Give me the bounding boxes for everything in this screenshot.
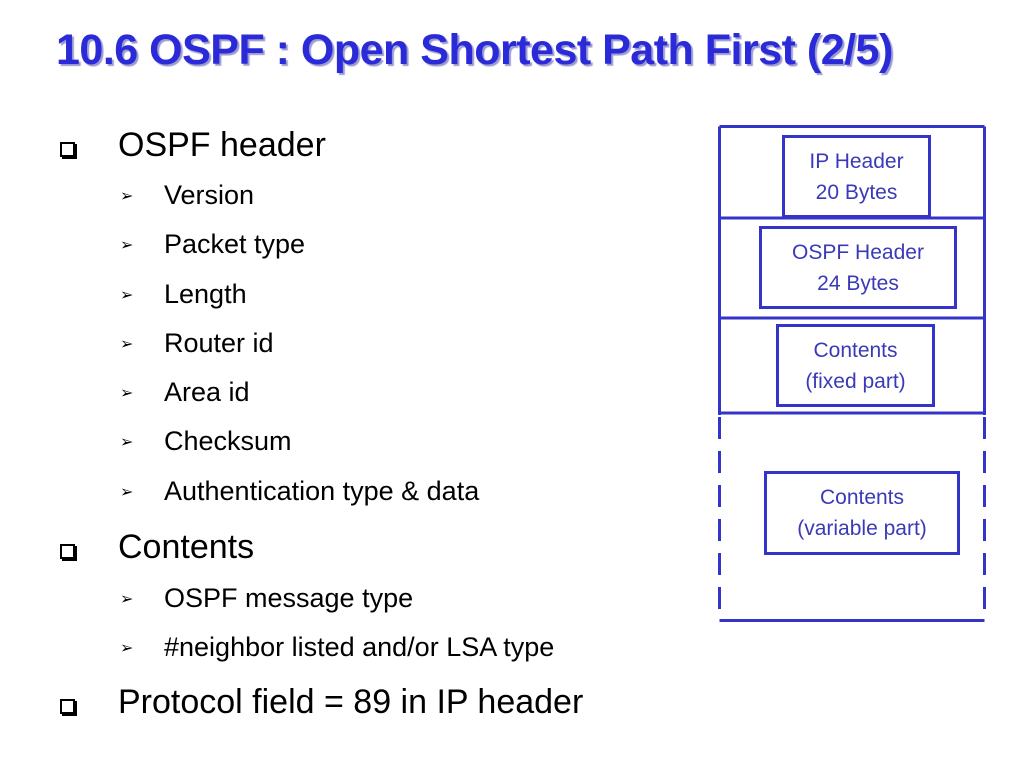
sub-item-label: Checksum	[164, 426, 292, 456]
arrowhead-icon: ➢	[120, 336, 134, 353]
ip-header-box: IP Header 20 Bytes	[782, 135, 931, 218]
sub-item-label: OSPF message type	[164, 583, 414, 613]
arrowhead-icon: ➢	[120, 287, 134, 304]
hollow-square-icon	[60, 544, 75, 559]
slide-title: 10.6 OSPF : Open Shortest Path First (2/…	[56, 26, 893, 74]
arrowhead-icon: ➢	[120, 385, 134, 402]
contents-fixed-label: Contents	[813, 338, 898, 362]
contents-fixed-box: Contents (fixed part)	[776, 324, 935, 407]
arrowhead-icon: ➢	[120, 434, 134, 451]
sub-item-label: Version	[164, 180, 255, 210]
ospf-header-label: OSPF Header	[792, 240, 924, 264]
sub-item-label: Authentication type & data	[164, 476, 480, 506]
arrowhead-icon: ➢	[120, 237, 134, 254]
outline-item-label: OSPF header	[118, 126, 326, 164]
sub-item-label: Area id	[164, 377, 250, 407]
arrowhead-icon: ➢	[120, 591, 134, 608]
outline-item-label: Protocol field = 89 in IP header	[118, 683, 584, 721]
ospf-header-box: OSPF Header 24 Bytes	[759, 226, 957, 309]
hollow-square-icon	[60, 699, 75, 714]
sub-item-label: Packet type	[164, 229, 306, 259]
arrowhead-icon: ➢	[120, 484, 134, 501]
ospf-header-size: 24 Bytes	[817, 271, 899, 295]
contents-variable-note: (variable part)	[797, 517, 927, 540]
ip-header-label: IP Header	[809, 149, 904, 173]
ip-header-size: 20 Bytes	[815, 180, 898, 204]
hollow-square-icon	[60, 142, 75, 157]
contents-variable-box: Contents (variable part)	[764, 471, 960, 555]
contents-variable-label: Contents	[819, 486, 905, 509]
sub-item-label: #neighbor listed and/or LSA type	[164, 632, 555, 662]
packet-frame	[718, 125, 986, 622]
outline-item-label: Contents	[118, 528, 255, 566]
ospf-packet-diagram: IP Header 20 Bytes OSPF Header 24 Bytes …	[718, 125, 986, 622]
arrowhead-icon: ➢	[120, 640, 134, 657]
sub-item-label: Router id	[164, 328, 274, 358]
arrowhead-icon: ➢	[120, 188, 134, 205]
contents-fixed-note: (fixed part)	[805, 369, 906, 393]
sub-item-label: Length	[164, 279, 247, 309]
